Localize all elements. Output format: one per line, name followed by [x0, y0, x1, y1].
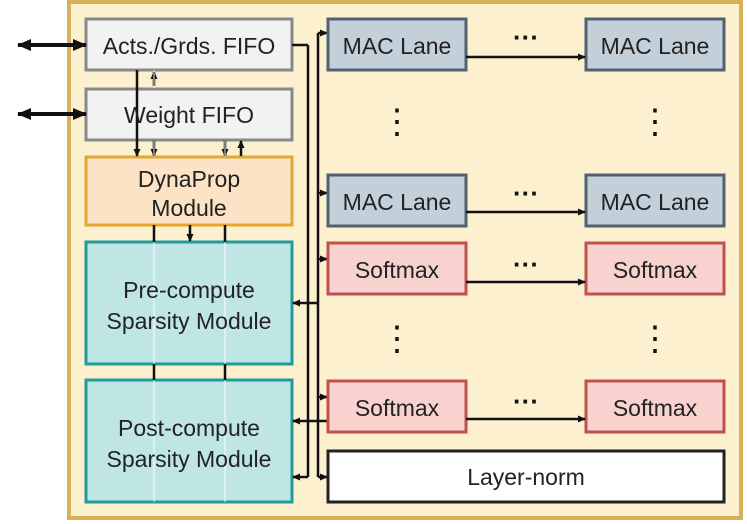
lane-arrows: [466, 53, 586, 423]
postcompute-label-line1: Post-compute: [118, 415, 260, 441]
vertical-ellipsis-mac-c2: ⋮: [638, 103, 672, 141]
mac-lane-box-r1c1: [326, 17, 468, 72]
softmax-box-r1c2: [584, 241, 726, 296]
horizontal-ellipsis-softmax-r1: ···: [513, 249, 539, 279]
dynaprop-label-line2: Module: [151, 195, 226, 221]
layer-norm-box: [326, 449, 726, 504]
layer-norm-label: Layer-norm: [467, 464, 585, 490]
softmax-label-r1c1: Softmax: [355, 257, 440, 283]
softmax-label-r1c2: Softmax: [613, 257, 698, 283]
precompute-sparsity-box: [84, 240, 294, 366]
softmax-box-r2c2: [584, 379, 726, 434]
softmax-label-r2c1: Softmax: [355, 395, 440, 421]
mac-lane-box-r1c2: [584, 17, 726, 72]
mac-lane-label-r2c1: MAC Lane: [343, 189, 452, 215]
acts-grds-fifo-box: [84, 17, 294, 72]
vertical-ellipsis-softmax-c1: ⋮: [380, 320, 414, 358]
vertical-bus-lines: [133, 70, 245, 380]
softmax-label-r2c2: Softmax: [613, 395, 698, 421]
mac-lane-box-r2c1: [326, 173, 468, 228]
mac-lane-label-r2c2: MAC Lane: [601, 189, 710, 215]
postcompute-sparsity-box: [84, 378, 294, 504]
dynaprop-module-box: [84, 155, 294, 227]
faint-overlay-lines: [153, 70, 226, 502]
main-bus: [292, 29, 328, 481]
postcompute-label-line2: Sparsity Module: [107, 446, 272, 472]
mac-lane-label-r1c1: MAC Lane: [343, 33, 452, 59]
weight-fifo-box: [84, 87, 294, 142]
horizontal-ellipsis-softmax-r2: ···: [513, 386, 539, 416]
horizontal-ellipsis-mac-r2: ···: [513, 178, 539, 208]
horizontal-ellipsis-mac-r1: ···: [513, 22, 539, 52]
weight-fifo-label: Weight FIFO: [124, 102, 254, 128]
acts-grds-fifo-label: Acts./Grds. FIFO: [103, 33, 276, 59]
precompute-label-line1: Pre-compute: [123, 277, 255, 303]
softmax-box-r2c1: [326, 379, 468, 434]
mac-lane-label-r1c2: MAC Lane: [601, 33, 710, 59]
dynaprop-label-line1: DynaProp: [138, 166, 240, 192]
softmax-box-r1c1: [326, 241, 468, 296]
mac-lane-box-r2c2: [584, 173, 726, 228]
vertical-ellipsis-mac-c1: ⋮: [380, 103, 414, 141]
vertical-ellipsis-softmax-c2: ⋮: [638, 320, 672, 358]
precompute-label-line2: Sparsity Module: [107, 308, 272, 334]
